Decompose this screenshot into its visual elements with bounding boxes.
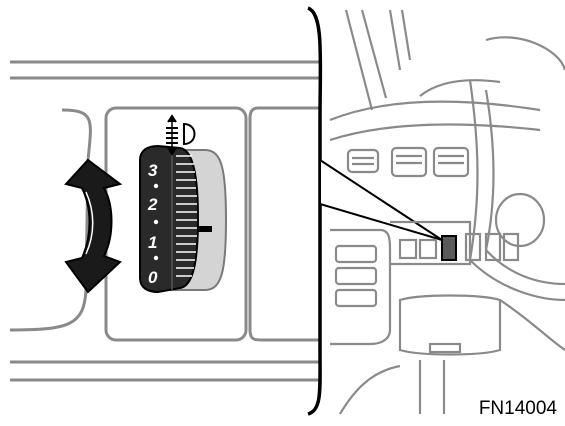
up-down-rotate-arrow-icon (64, 158, 123, 294)
dial-dot (153, 183, 159, 189)
headlight-leveling-icon (166, 114, 196, 156)
dial-number-2: 2 (147, 195, 158, 214)
callout-wedge (319, 158, 443, 241)
figure-id: FN14004 (478, 398, 557, 419)
callout-bracket (307, 6, 323, 416)
leveling-switch-location (441, 235, 457, 261)
dial-number-0: 0 (148, 268, 158, 287)
dashboard-overview (329, 9, 565, 415)
dial-number-3: 3 (148, 161, 158, 180)
dial-dot (153, 255, 159, 261)
dial-dot (153, 219, 159, 225)
dial-number-1: 1 (148, 233, 157, 252)
dial-ribs (176, 155, 197, 277)
leveling-dial[interactable]: 3 2 1 0 (139, 144, 200, 294)
